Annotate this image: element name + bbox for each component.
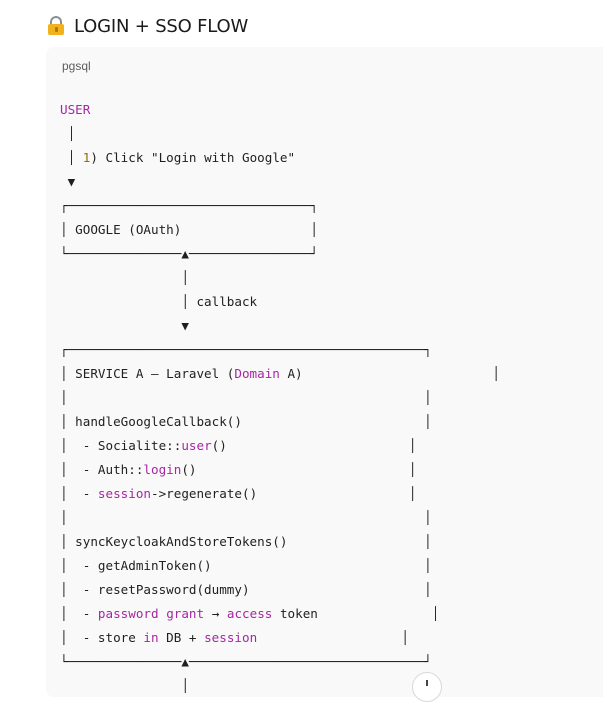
code-token-kw: session xyxy=(97,486,151,501)
code-token: │ xyxy=(60,150,83,165)
code-token: │ callback xyxy=(60,294,258,309)
code-token: │ xyxy=(257,630,409,645)
code-token-kw: login xyxy=(143,462,182,477)
code-token: ┌────────────────────────────────┐ xyxy=(60,198,318,213)
code-line: │ syncKeycloakAndStoreTokens() │ xyxy=(60,534,432,549)
code-token: () │ xyxy=(181,462,417,477)
code-line: └───────────────▲────────────────┘ xyxy=(60,246,318,261)
code-line: │ SERVICE A – Laravel (Domain A) │ xyxy=(60,366,500,381)
heading-title: LOGIN + SSO FLOW xyxy=(74,15,249,37)
code-content[interactable]: USER │ │ 1) Click "Login with Google" ▼ … xyxy=(60,98,500,698)
code-line: USER xyxy=(60,102,90,117)
code-line: │ - Auth::login() │ xyxy=(60,462,416,477)
code-line: │ - password grant → access token │ xyxy=(60,606,439,621)
code-line: ┌───────────────────────────────────────… xyxy=(60,342,432,357)
code-line: │ 1) Click "Login with Google" xyxy=(60,150,295,165)
code-token: │ handleGoogleCallback() │ xyxy=(60,414,432,429)
code-token: │ - store xyxy=(60,630,144,645)
lock-icon xyxy=(47,16,65,36)
code-token: ->regenerate() │ xyxy=(151,486,417,501)
code-line: │ xyxy=(60,270,189,285)
code-token: │ - Auth:: xyxy=(60,462,144,477)
code-line: ▼ xyxy=(60,318,189,333)
code-token: → xyxy=(204,606,227,621)
code-line: │ - resetPassword(dummy) │ xyxy=(60,582,432,597)
code-token: DB + xyxy=(158,630,205,645)
code-token: │ - xyxy=(60,486,98,501)
code-token: ) Click "Login with Google" xyxy=(90,150,296,165)
code-token: │ │ xyxy=(60,390,432,405)
code-token: │ syncKeycloakAndStoreTokens() │ xyxy=(60,534,432,549)
code-line: │ - store in DB + session │ xyxy=(60,630,409,645)
code-token-kw: in xyxy=(143,630,159,645)
code-token: ┌───────────────────────────────────────… xyxy=(60,342,432,357)
code-token: └───────────────▲────────────────┘ xyxy=(60,246,318,261)
code-line: ▼ xyxy=(60,174,76,189)
code-line: │ │ xyxy=(60,390,432,405)
section-heading: LOGIN + SSO FLOW xyxy=(47,12,248,40)
code-token-kw: Domain xyxy=(234,366,280,381)
code-line: │ - session->regenerate() │ xyxy=(60,486,416,501)
code-token: │ xyxy=(60,270,189,285)
arrow-down-icon xyxy=(426,680,428,686)
code-token: │ GOOGLE (OAuth) │ xyxy=(60,222,318,237)
code-token: │ - xyxy=(60,606,98,621)
code-token: │ xyxy=(60,678,189,693)
code-line: │ GOOGLE (OAuth) │ xyxy=(60,222,318,237)
code-token-kw: user xyxy=(181,438,212,453)
code-token-kw: access xyxy=(226,606,273,621)
code-token: │ SERVICE A – Laravel ( xyxy=(60,366,235,381)
code-token: │ - getAdminToken() │ xyxy=(60,558,432,573)
code-block: pgsql USER │ │ 1) Click "Login with Goog… xyxy=(46,47,603,697)
code-token: token │ xyxy=(272,606,440,621)
code-line: │ - getAdminToken() │ xyxy=(60,558,432,573)
code-language-label: pgsql xyxy=(62,59,91,73)
code-line: │ xyxy=(60,126,76,141)
code-line: │ │ xyxy=(60,510,432,525)
code-token-num: 1 xyxy=(82,150,91,165)
code-token: ▼ xyxy=(60,318,189,333)
code-token: │ │ xyxy=(60,510,432,525)
code-line: ┌────────────────────────────────┐ xyxy=(60,198,318,213)
code-line: │ xyxy=(60,678,189,693)
code-token: ▼ xyxy=(60,174,76,189)
code-token-kw: USER xyxy=(60,102,91,117)
code-token: A) │ xyxy=(279,366,500,381)
code-line: │ callback xyxy=(60,294,257,309)
scroll-down-button[interactable] xyxy=(412,672,442,702)
code-line: └───────────────▲───────────────────────… xyxy=(60,654,432,669)
code-line: │ handleGoogleCallback() │ xyxy=(60,414,432,429)
code-token-kw: password xyxy=(97,606,159,621)
code-token: │ - resetPassword(dummy) │ xyxy=(60,582,432,597)
code-line: │ - Socialite::user() │ xyxy=(60,438,416,453)
code-token-kw: session xyxy=(204,630,258,645)
code-token: │ xyxy=(60,126,76,141)
code-token: () │ xyxy=(211,438,417,453)
code-token: └───────────────▲───────────────────────… xyxy=(60,654,432,669)
code-token: │ - Socialite:: xyxy=(60,438,182,453)
code-token-kw: grant xyxy=(166,606,205,621)
